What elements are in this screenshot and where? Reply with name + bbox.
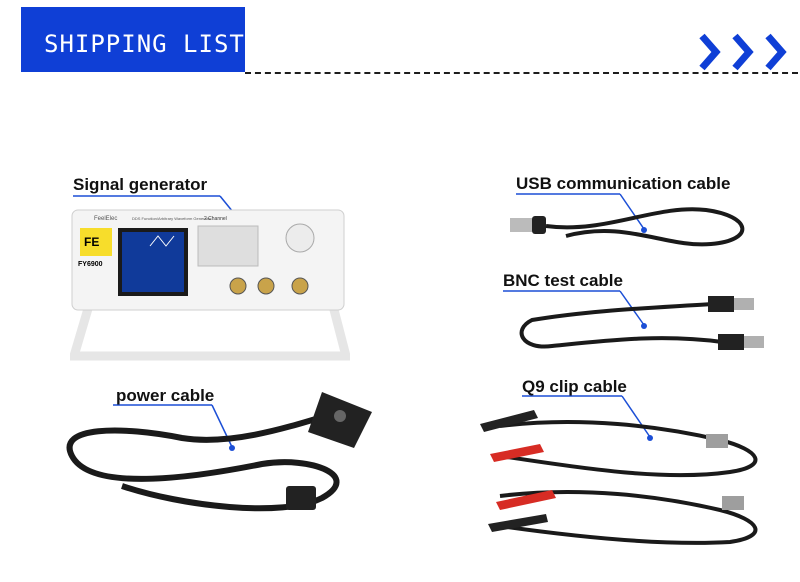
signal-generator-label: Signal generator <box>73 175 208 194</box>
power-cable-image <box>62 386 392 536</box>
device-subtitle: DDS Function/Arbitrary Waveform Generato… <box>132 216 212 221</box>
device-logo: FE <box>84 235 99 249</box>
bnc-cable-label: BNC test cable <box>503 271 623 290</box>
usb-cable-label: USB communication cable <box>516 174 731 193</box>
header-banner <box>21 7 245 72</box>
bnc-cable-image <box>512 290 772 370</box>
device-channel-tag: 2 Channel <box>204 216 227 222</box>
chevron-right-icon <box>698 32 798 72</box>
page-title: SHIPPING LIST <box>44 30 245 58</box>
signal-generator-image: FE FY6900 FeelElec DDS Function/Arbitrar… <box>70 206 350 366</box>
header-divider <box>245 72 798 74</box>
device-brand: FeelElec <box>94 216 117 222</box>
q9-clip-cable-label: Q9 clip cable <box>522 377 627 396</box>
q9-clip-cable-image <box>460 396 780 546</box>
usb-cable-image <box>506 200 766 260</box>
device-model: FY6900 <box>78 261 103 268</box>
power-cable-label: power cable <box>116 386 215 405</box>
